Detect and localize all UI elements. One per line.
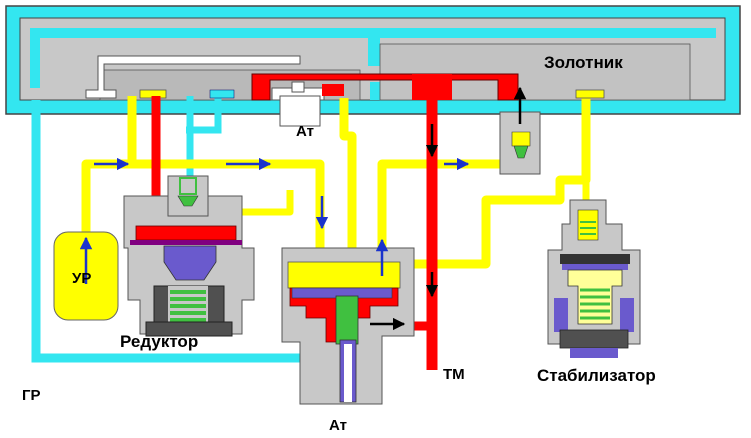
brake-channel-spool <box>251 73 519 101</box>
atmosphere-top-label: Ат <box>296 123 314 140</box>
brake-line-label: ТМ <box>443 366 465 383</box>
stabilizer-label: Стабилизатор <box>537 366 656 385</box>
reducer <box>123 175 255 337</box>
spool-valve-label: Золотник <box>544 53 623 72</box>
reducer-label: Редуктор <box>120 332 199 351</box>
main-reservoir-label: ГР <box>22 387 41 404</box>
relay-valve <box>281 247 415 405</box>
atmosphere-bottom-label: Ат <box>329 417 347 434</box>
atmosphere-channel <box>85 55 325 127</box>
stabilizer <box>547 199 641 358</box>
exhaust-arrows <box>370 86 527 331</box>
equalizing-reservoir-label: УР <box>72 270 92 287</box>
flow-arrows <box>79 157 470 284</box>
